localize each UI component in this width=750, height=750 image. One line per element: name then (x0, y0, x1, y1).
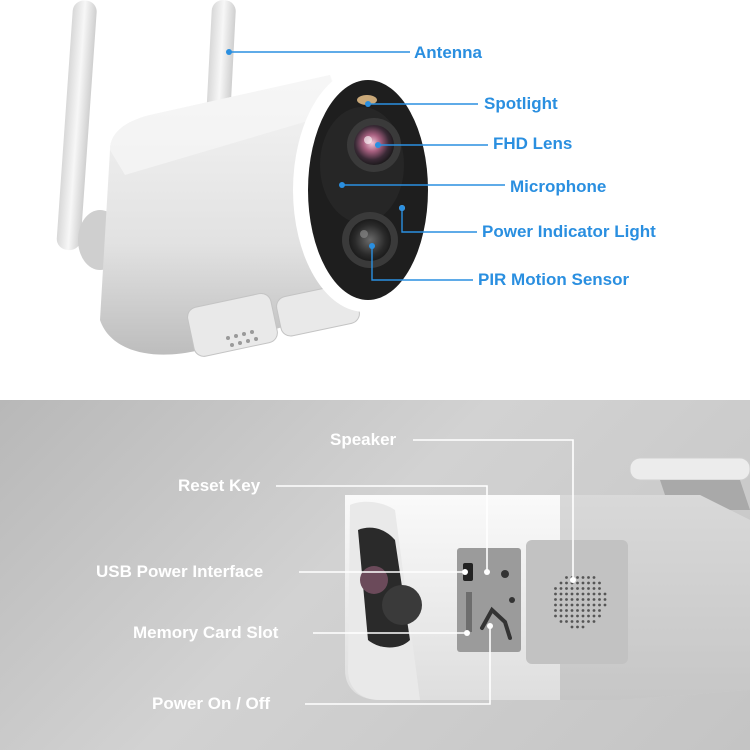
speaker-hole (571, 604, 574, 607)
speaker-hole (593, 582, 596, 585)
speaker-hole (565, 615, 568, 618)
speaker-hole (587, 593, 590, 596)
speaker-hole (593, 609, 596, 612)
speaker-hole (598, 582, 601, 585)
speaker-hole (565, 609, 568, 612)
speaker-hole (582, 609, 585, 612)
rear-antenna (630, 458, 750, 480)
speaker-hole (565, 582, 568, 585)
speaker-hole (554, 609, 557, 612)
speaker-hole (560, 593, 563, 596)
speaker-hole (598, 598, 601, 601)
speaker-hole (571, 587, 574, 590)
speaker-hole (593, 615, 596, 618)
label-antenna: Antenna (414, 43, 482, 63)
card-slot (466, 592, 472, 632)
speaker-hole (554, 587, 557, 590)
speaker-hole (576, 626, 579, 629)
speaker-hole (576, 582, 579, 585)
speaker-hole (565, 620, 568, 623)
port-compartment (457, 548, 521, 652)
speaker-hole (571, 615, 574, 618)
speaker-hole (582, 598, 585, 601)
speaker-hole (593, 604, 596, 607)
label-fhd-lens: FHD Lens (493, 134, 572, 154)
speaker-hole (593, 598, 596, 601)
speaker-hole (560, 620, 563, 623)
label-pir-sensor: PIR Motion Sensor (478, 270, 629, 290)
label-speaker: Speaker (330, 430, 396, 450)
speaker-hole (554, 598, 557, 601)
speaker-hole (587, 604, 590, 607)
speaker-hole (576, 615, 579, 618)
speaker-hole (587, 576, 590, 579)
speaker-hole (604, 593, 607, 596)
camera-front-illustration (0, 0, 750, 400)
speaker-hole (560, 582, 563, 585)
speaker-hole (576, 576, 579, 579)
label-memory-card: Memory Card Slot (133, 623, 278, 643)
speaker-hole (576, 593, 579, 596)
speaker-hole (565, 576, 568, 579)
speaker-hole (582, 615, 585, 618)
speaker-hole (576, 598, 579, 601)
label-power-indicator: Power Indicator Light (482, 222, 656, 242)
speaker-panel (526, 540, 628, 664)
rear-view-panel: Speaker Reset Key USB Power Interface Me… (0, 400, 750, 750)
front-view-panel: Antenna Spotlight FHD Lens Microphone Po… (0, 0, 750, 400)
speaker-hole (598, 615, 601, 618)
speaker-hole (587, 620, 590, 623)
speaker-hole (554, 604, 557, 607)
speaker-hole (587, 609, 590, 612)
label-power-switch: Power On / Off (152, 694, 270, 714)
speaker-hole (576, 609, 579, 612)
speaker-hole (571, 609, 574, 612)
speaker-hole (565, 593, 568, 596)
speaker-hole (582, 582, 585, 585)
speaker-hole (560, 604, 563, 607)
speaker-hole (582, 626, 585, 629)
speaker-hole (593, 593, 596, 596)
speaker-hole (587, 587, 590, 590)
speaker-hole (560, 598, 563, 601)
speaker-hole (598, 609, 601, 612)
speaker-hole (582, 576, 585, 579)
label-spotlight: Spotlight (484, 94, 558, 114)
speaker-hole (587, 615, 590, 618)
speaker-hole (565, 587, 568, 590)
speaker-hole (582, 593, 585, 596)
speaker-hole (576, 587, 579, 590)
label-usb-power: USB Power Interface (96, 562, 263, 582)
speaker-hole (576, 604, 579, 607)
label-microphone: Microphone (510, 177, 606, 197)
speaker-hole (593, 576, 596, 579)
speaker-hole (604, 598, 607, 601)
speaker-hole (571, 620, 574, 623)
speaker-hole (593, 620, 596, 623)
speaker-hole (571, 593, 574, 596)
speaker-hole (560, 609, 563, 612)
speaker-hole (554, 615, 557, 618)
speaker-hole (576, 620, 579, 623)
speaker-hole (598, 587, 601, 590)
speaker-hole (565, 604, 568, 607)
speaker-hole (560, 587, 563, 590)
speaker-hole (560, 615, 563, 618)
speaker-hole (554, 593, 557, 596)
label-reset-key: Reset Key (178, 476, 260, 496)
speaker-hole (598, 604, 601, 607)
speaker-hole (587, 598, 590, 601)
speaker-hole (593, 587, 596, 590)
speaker-hole (565, 598, 568, 601)
speaker-hole (582, 620, 585, 623)
speaker-hole (582, 604, 585, 607)
speaker-hole (582, 587, 585, 590)
speaker-hole (587, 582, 590, 585)
pir-sensor-window (342, 212, 398, 268)
speaker-hole (598, 593, 601, 596)
speaker-hole (571, 598, 574, 601)
speaker-hole (571, 626, 574, 629)
speaker-hole (604, 604, 607, 607)
